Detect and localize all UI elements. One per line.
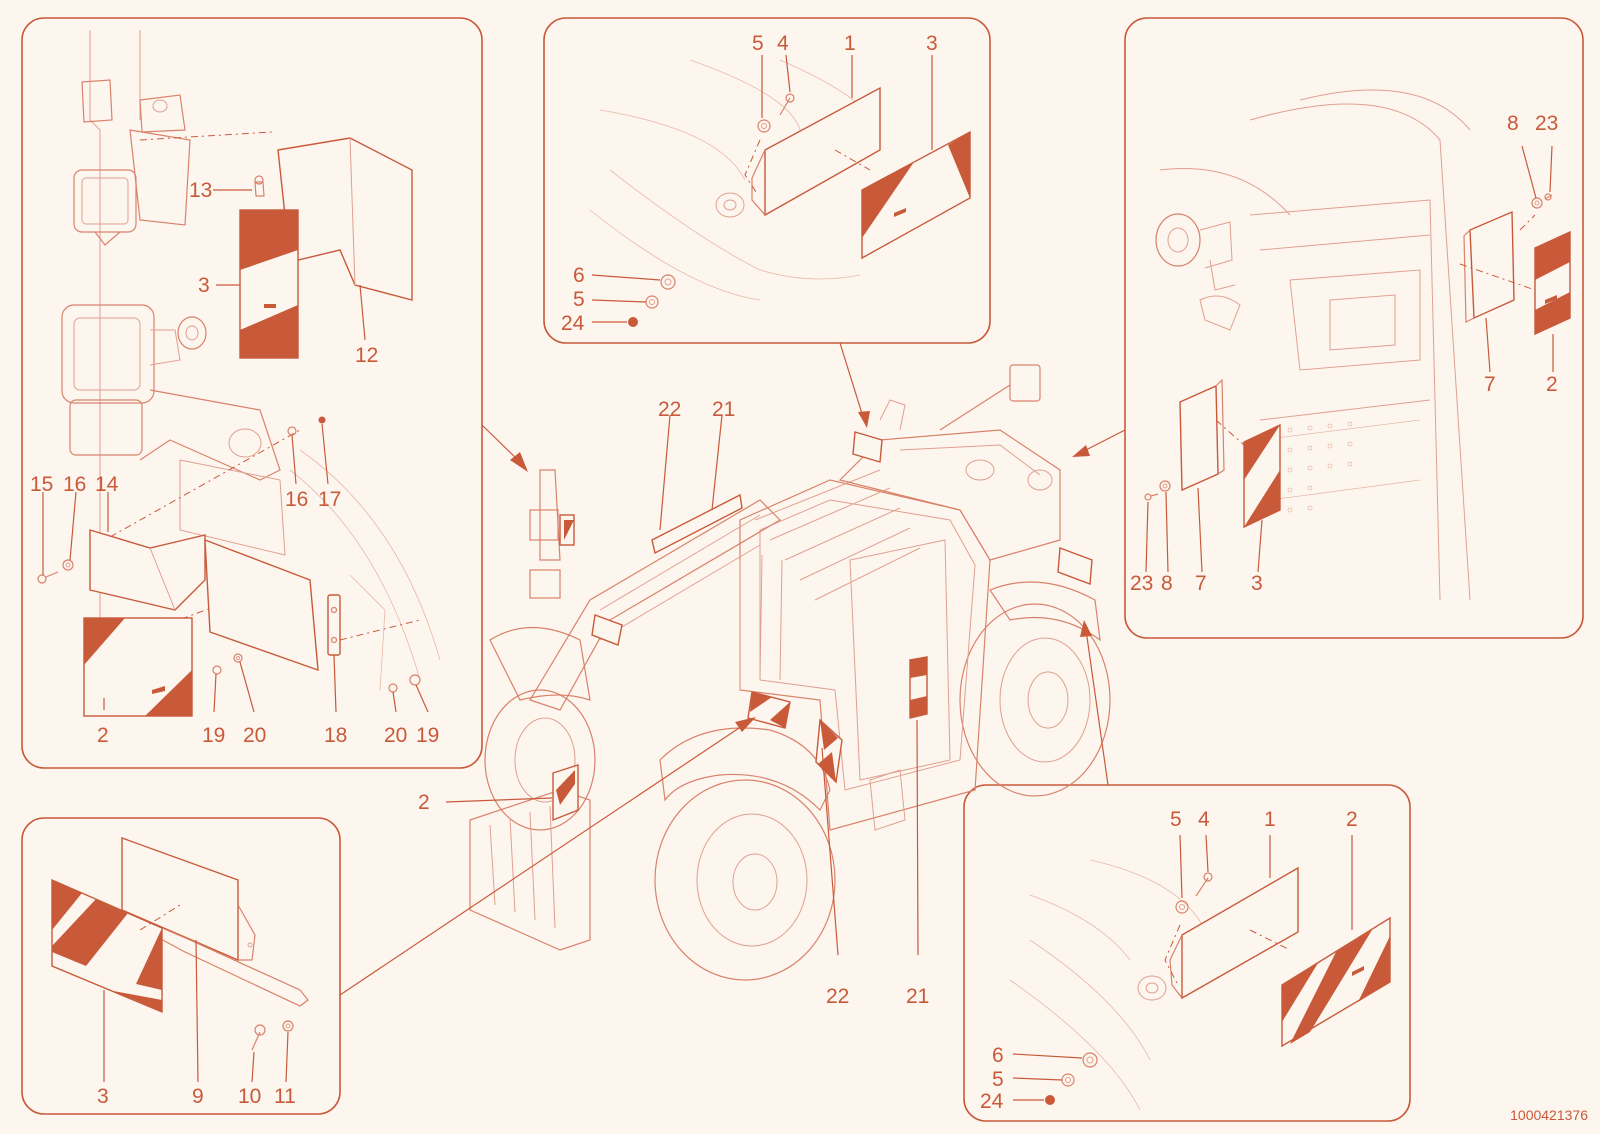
callout-24: 24 xyxy=(561,312,585,335)
callout-20: 20 xyxy=(384,724,407,747)
callout-9: 9 xyxy=(192,1085,204,1108)
panel-top-right-drawing xyxy=(1144,89,1571,601)
telehandler-machine xyxy=(469,364,1111,981)
callout-15: 15 xyxy=(30,473,53,496)
panel-bottom-left-drawing xyxy=(51,837,309,1083)
callout-16: 16 xyxy=(63,473,86,496)
callout-14: 14 xyxy=(95,473,119,496)
callout-5: 5 xyxy=(752,32,764,55)
callout-3: 3 xyxy=(97,1085,109,1108)
panel-bottom-right xyxy=(963,784,1411,1122)
drawing-code: 1000421376 xyxy=(1510,1107,1588,1123)
callout-3: 3 xyxy=(1251,572,1263,595)
callout-16: 16 xyxy=(285,488,308,511)
panel-top-left xyxy=(21,17,483,769)
callout-3: 3 xyxy=(926,32,938,55)
callout-5: 5 xyxy=(1170,808,1182,831)
panel-top-center-drawing xyxy=(589,54,971,327)
panel-top-left-drawing xyxy=(37,30,441,717)
panel-top-right xyxy=(1124,17,1584,639)
callout-19: 19 xyxy=(202,724,225,747)
callout-6: 6 xyxy=(992,1044,1004,1067)
callout-23: 23 xyxy=(1535,112,1558,135)
panel-bottom-right-drawing xyxy=(1009,834,1391,1111)
callout-6: 6 xyxy=(573,264,585,287)
callout-5: 5 xyxy=(573,288,585,311)
callout-2: 2 xyxy=(1546,373,1558,396)
callout-3: 3 xyxy=(198,274,210,297)
callout-7: 7 xyxy=(1195,572,1207,595)
callout-7: 7 xyxy=(1484,373,1496,396)
panel-bottom-left xyxy=(21,817,341,1115)
callout-23: 23 xyxy=(1130,572,1153,595)
callout-21: 21 xyxy=(906,985,929,1008)
callout-11: 11 xyxy=(274,1085,296,1108)
panel-top-center xyxy=(543,17,991,344)
callout-1: 1 xyxy=(1264,808,1276,831)
callout-5: 5 xyxy=(992,1068,1004,1091)
callout-18: 18 xyxy=(324,724,347,747)
callout-22: 22 xyxy=(826,985,849,1008)
connector-leaders xyxy=(339,342,1126,996)
callout-19: 19 xyxy=(416,724,439,747)
callout-24: 24 xyxy=(980,1090,1004,1113)
callout-4: 4 xyxy=(1198,808,1210,831)
callout-8: 8 xyxy=(1507,112,1519,135)
callout-2: 2 xyxy=(1346,808,1358,831)
callout-2: 2 xyxy=(418,791,430,814)
callout-17: 17 xyxy=(318,488,341,511)
callout-10: 10 xyxy=(238,1085,261,1108)
callout-21: 21 xyxy=(712,398,735,421)
callout-22: 22 xyxy=(658,398,681,421)
callout-13: 13 xyxy=(189,179,212,202)
callout-2: 2 xyxy=(97,724,109,747)
callout-12: 12 xyxy=(355,344,378,367)
callout-8: 8 xyxy=(1161,572,1173,595)
callout-20: 20 xyxy=(243,724,266,747)
bolt-hole-grid xyxy=(1287,421,1353,513)
callout-4: 4 xyxy=(777,32,789,55)
callout-1: 1 xyxy=(844,32,856,55)
